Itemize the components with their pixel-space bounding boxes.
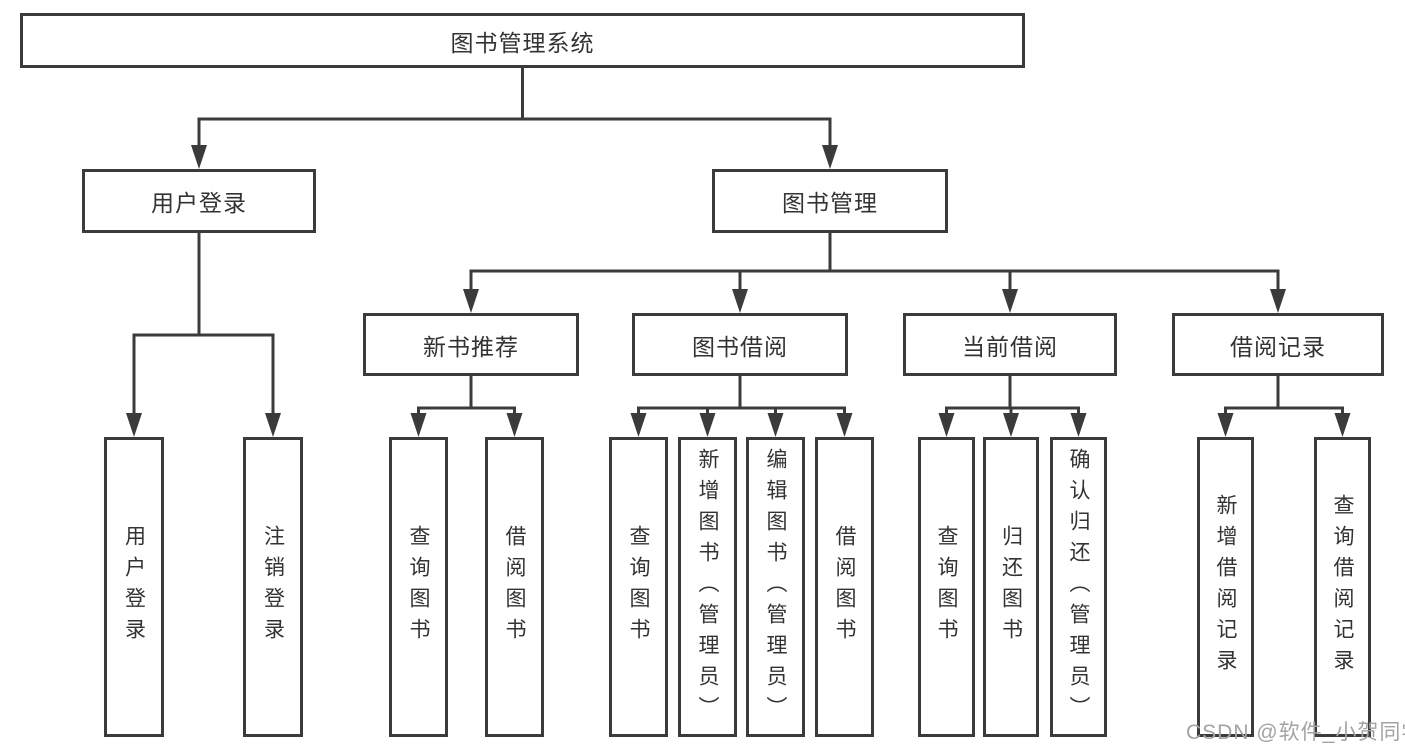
arrowhead-down-icon <box>506 413 523 437</box>
arrowhead-down-icon <box>265 413 281 437</box>
node-label: 新增图书（管理员） <box>696 447 719 727</box>
node-root-system: 图书管理系统 <box>20 13 1025 68</box>
node-leaf-borrow-books-2: 借阅图书 <box>815 437 874 737</box>
arrowhead-down-icon <box>1003 413 1019 437</box>
arrowhead-down-icon <box>463 289 479 313</box>
node-leaf-query-borrow-record: 查询借阅记录 <box>1314 437 1371 737</box>
node-leaf-query-books-3: 查询图书 <box>918 437 975 737</box>
node-leaf-user-login: 用户登录 <box>104 437 164 737</box>
arrowhead-down-icon <box>938 413 955 437</box>
node-label: 查询借阅记录 <box>1331 494 1354 680</box>
node-label: 图书借阅 <box>692 333 788 360</box>
node-label: 用户登录 <box>122 525 146 649</box>
node-label: 归还图书 <box>999 525 1023 649</box>
csdn-watermark: CSDN @软件_小贺同学 <box>1186 721 1405 744</box>
node-label: 注销登录 <box>261 525 285 649</box>
node-leaf-query-books-1: 查询图书 <box>389 437 448 737</box>
node-label: 确认归还（管理员） <box>1067 447 1090 727</box>
node-label: 查询图书 <box>627 525 650 649</box>
arrowhead-down-icon <box>699 413 716 437</box>
node-label: 当前借阅 <box>962 333 1058 360</box>
node-label: 新增借阅记录 <box>1214 494 1237 680</box>
node-label: 图书管理 <box>782 190 878 216</box>
node-borrow-records: 借阅记录 <box>1172 313 1384 376</box>
node-label: 查询图书 <box>935 525 958 649</box>
arrowhead-down-icon <box>1002 289 1018 313</box>
arrowhead-down-icon <box>1334 413 1351 437</box>
node-leaf-return-books: 归还图书 <box>983 437 1039 737</box>
arrowhead-down-icon <box>822 145 838 169</box>
node-leaf-edit-books-admin: 编辑图书（管理员） <box>746 437 805 737</box>
node-new-book-recommend: 新书推荐 <box>363 313 579 376</box>
arrowhead-down-icon <box>1270 289 1286 313</box>
node-current-borrow: 当前借阅 <box>903 313 1117 376</box>
node-label: 查询图书 <box>407 525 430 649</box>
node-label: 借阅图书 <box>503 525 526 649</box>
arrowhead-down-icon <box>1070 413 1087 437</box>
node-leaf-borrow-books-1: 借阅图书 <box>485 437 544 737</box>
node-leaf-logout: 注销登录 <box>243 437 303 737</box>
node-book-borrow: 图书借阅 <box>632 313 848 376</box>
node-label: 编辑图书（管理员） <box>764 447 787 727</box>
arrowhead-down-icon <box>732 289 748 313</box>
node-book-management: 图书管理 <box>712 169 948 233</box>
node-label: 新书推荐 <box>423 333 519 360</box>
node-root-label: 图书管理系统 <box>450 29 595 56</box>
arrowhead-down-icon <box>191 145 207 169</box>
node-leaf-add-books-admin: 新增图书（管理员） <box>678 437 737 737</box>
arrowhead-down-icon <box>767 413 784 437</box>
node-label: 借阅图书 <box>833 525 856 649</box>
arrowheads-group <box>126 145 1351 437</box>
arrowhead-down-icon <box>836 413 853 437</box>
node-label: 借阅记录 <box>1230 333 1326 360</box>
arrowhead-down-icon <box>630 413 647 437</box>
node-leaf-confirm-return-admin: 确认归还（管理员） <box>1050 437 1107 737</box>
arrowhead-down-icon <box>1217 413 1234 437</box>
node-leaf-query-books-2: 查询图书 <box>609 437 668 737</box>
arrowhead-down-icon <box>410 413 427 437</box>
node-leaf-add-borrow-record: 新增借阅记录 <box>1197 437 1254 737</box>
node-user-login: 用户登录 <box>82 169 316 233</box>
node-label: 用户登录 <box>151 190 247 216</box>
arrowhead-down-icon <box>126 413 142 437</box>
